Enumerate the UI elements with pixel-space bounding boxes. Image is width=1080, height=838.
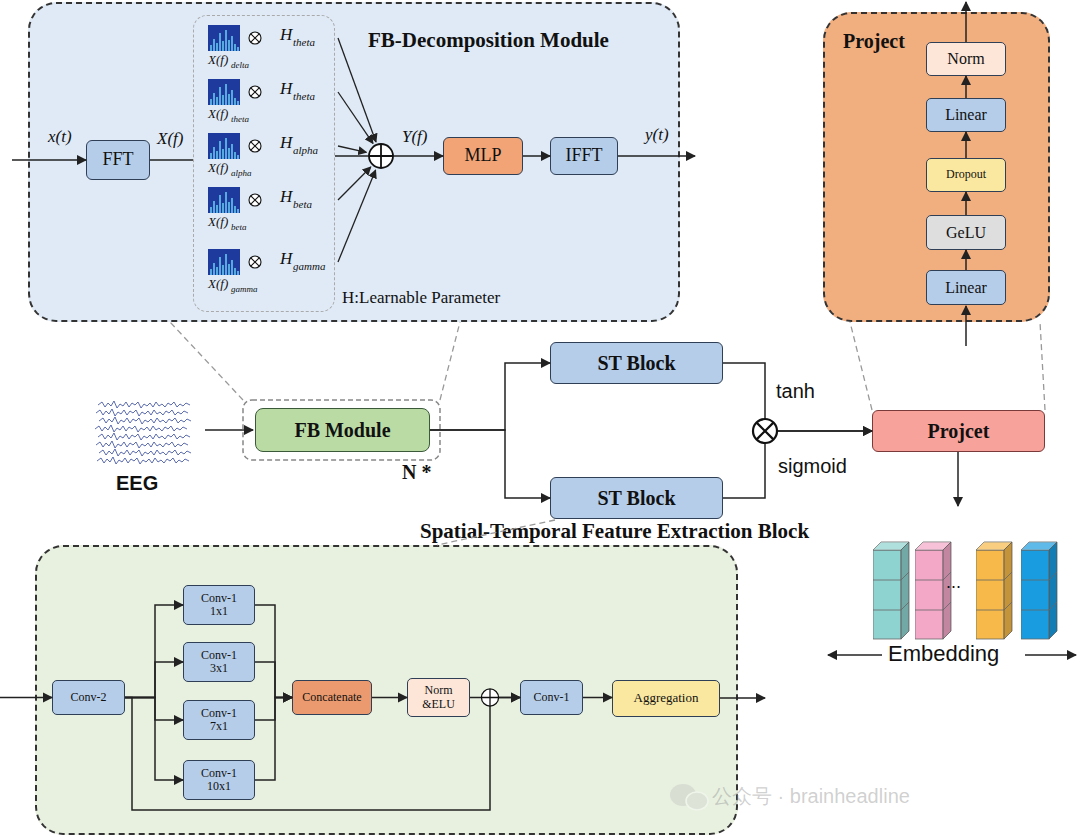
- layer-box: Norm: [926, 42, 1006, 76]
- band-subscript: theta: [293, 90, 315, 102]
- band-subscript: gamma: [293, 260, 325, 272]
- box-label: GeLU: [946, 224, 986, 242]
- edge-label: sigmoid: [778, 455, 847, 478]
- connector: [430, 363, 550, 430]
- layer-box: Conv-1: [520, 680, 583, 715]
- watermark: 公众号 · brainheadline: [712, 783, 910, 810]
- filter-symbol: H: [280, 250, 292, 269]
- box-label: ST Block: [598, 487, 676, 509]
- conv-box: Conv-1 10x1: [183, 760, 255, 800]
- layer-box: Aggregation: [612, 680, 720, 717]
- connector: [723, 363, 872, 431]
- box-label: Project: [843, 30, 905, 53]
- connector: [723, 431, 872, 498]
- band-symbol: X(f): [208, 161, 228, 175]
- box-label: Concatenate: [302, 691, 361, 704]
- layer-box: Linear: [926, 270, 1006, 305]
- process-box: ST Block: [550, 477, 723, 519]
- process-box: FB Module: [255, 408, 430, 452]
- signal-label: y(t): [645, 126, 669, 145]
- module-panel: Spatial-Temporal Feature Extraction Bloc…: [35, 545, 738, 835]
- box-label: FB-Decomposition Module: [368, 28, 609, 53]
- band-symbol: X(f): [208, 277, 228, 291]
- box-label: Linear: [945, 106, 987, 124]
- process-box: ST Block: [550, 342, 723, 384]
- filter-symbol: H: [280, 80, 292, 99]
- output-label: Embedding: [888, 641, 999, 667]
- band-subscript: gamma: [231, 285, 258, 295]
- layer-box: Linear: [926, 98, 1006, 132]
- embedding-cubes: [873, 542, 1057, 639]
- band-symbol: X(f): [208, 53, 228, 67]
- box-label: Conv-1 7x1: [196, 707, 242, 733]
- connector: [430, 430, 550, 498]
- band-subscript: beta: [293, 198, 312, 210]
- box-label: Conv-1 3x1: [196, 649, 242, 675]
- edge-label: Y(f): [402, 128, 428, 147]
- layer-box: Conv-2: [52, 680, 125, 715]
- band-subscript: delta: [231, 61, 249, 71]
- box-label: Norm &ELU: [419, 684, 459, 710]
- layer-box: Norm &ELU: [407, 678, 470, 717]
- signal-label: x(t): [48, 128, 72, 147]
- band-subscript: theta: [293, 36, 315, 48]
- band-symbol: X(f): [208, 215, 228, 229]
- module-panel: ProjectNormLinearDropoutGeLULinear: [823, 12, 1050, 322]
- box-label: FFT: [102, 150, 133, 170]
- leader-lines: [170, 322, 1045, 545]
- edge-label: tanh: [776, 380, 815, 403]
- layer-box: Concatenate: [292, 680, 372, 715]
- box-label: Projcet: [928, 420, 990, 442]
- repeat-outline: [243, 400, 440, 460]
- band-subscript: theta: [231, 115, 249, 125]
- gate-multiply: [753, 419, 777, 443]
- module-panel: FB-Decomposition ModuleFFT H:Learnable Pa…: [28, 2, 680, 322]
- conv-box: Conv-1 1x1: [183, 585, 255, 625]
- box-label: ST Block: [598, 352, 676, 374]
- box-label: Spatial-Temporal Feature Extraction Bloc…: [420, 519, 809, 544]
- band-subscript: alpha: [231, 169, 252, 179]
- edge-label: X(f): [157, 130, 183, 149]
- conv-box: Conv-1 3x1: [183, 642, 255, 682]
- box-label: Conv-1 1x1: [196, 592, 242, 618]
- process-box: Projcet: [872, 410, 1045, 452]
- band-subscript: alpha: [293, 144, 318, 156]
- input-label: EEG: [116, 472, 158, 495]
- box-label: Norm: [947, 50, 984, 68]
- eeg-waves: [95, 401, 191, 464]
- box-label: FB Module: [294, 419, 390, 441]
- process-box: IFFT: [550, 137, 618, 175]
- layer-box: GeLU: [926, 215, 1006, 250]
- filter-symbol: H: [280, 134, 292, 153]
- process-box: MLP: [443, 137, 523, 175]
- box-label: IFFT: [565, 146, 602, 166]
- embedding-arrow: [958, 452, 959, 506]
- repeat-label: N *: [402, 461, 431, 484]
- box-label: Conv-1 10x1: [196, 767, 242, 793]
- layer-box: Dropout: [926, 158, 1006, 192]
- box-label: Linear: [945, 279, 987, 297]
- box-label: H:Learnable Parameter: [342, 288, 500, 308]
- box-label: MLP: [464, 146, 501, 166]
- box-label: Conv-1: [534, 691, 570, 704]
- band-symbol: X(f): [208, 107, 228, 121]
- filter-symbol: H: [280, 26, 292, 45]
- band-subscript: beta: [231, 223, 247, 233]
- box-label: Aggregation: [634, 691, 699, 705]
- process-box: FFT: [86, 140, 150, 180]
- ellipsis: ...: [946, 572, 961, 593]
- conv-box: Conv-1 7x1: [183, 700, 255, 740]
- box-label: Conv-2: [71, 691, 107, 704]
- eeg-arrow: [205, 430, 253, 431]
- box-label: Dropout: [946, 168, 986, 181]
- filter-symbol: H: [280, 188, 292, 207]
